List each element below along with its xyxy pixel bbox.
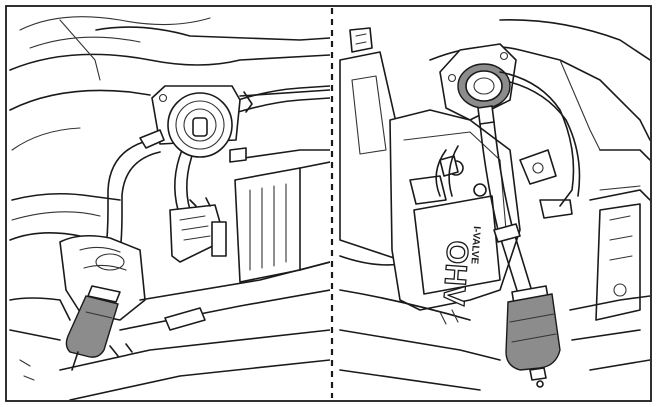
fuel-filter-left <box>65 285 121 371</box>
valve-cover-sublabel: I-VALVE <box>468 226 482 265</box>
fuel-pump-right <box>439 43 517 125</box>
figure-border <box>5 5 652 402</box>
fuel-filter-right <box>505 285 561 388</box>
left-panel <box>9 16 330 400</box>
right-panel: OHV I-VALVE <box>339 19 650 391</box>
valve-cover-label: OHV <box>436 240 473 307</box>
